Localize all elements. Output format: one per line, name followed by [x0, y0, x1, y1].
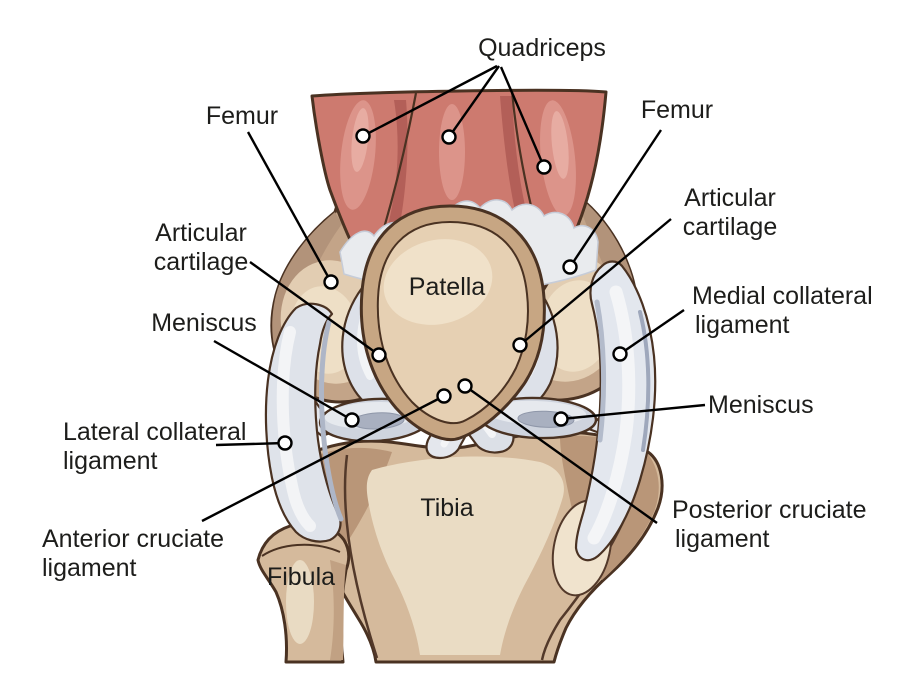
leader-quadriceps-3	[499, 66, 546, 168]
marker-dot-femur-right	[562, 259, 578, 275]
label-femur-right: Femur	[641, 96, 713, 124]
patella-highlight	[383, 239, 493, 325]
label-fibula: Fibula	[267, 563, 335, 591]
muscle-highlight	[551, 111, 569, 179]
marker-dot-medial-collateral	[612, 346, 628, 362]
leader-lateral-collateral	[215, 441, 286, 447]
label-posterior-cruciate-2: ligament	[675, 525, 770, 553]
ligament-shade	[638, 310, 651, 452]
fibula-head-line	[261, 543, 341, 557]
marker-dot-quadriceps-3	[536, 159, 552, 175]
muscle-seam	[382, 92, 418, 229]
marker-dot-quadriceps-1	[355, 128, 371, 144]
marker-dot-meniscus-right	[553, 411, 569, 427]
leader-posterior-cruciate	[464, 385, 658, 524]
fibula-shadow	[330, 560, 346, 660]
leader-articular-cartilage-right	[519, 218, 672, 346]
leader-meniscus-left	[213, 339, 353, 422]
leader-medial-collateral	[619, 309, 685, 355]
label-medial-collateral-2: ligament	[695, 311, 790, 339]
tibia-ridge-line	[343, 454, 379, 659]
marker-dot-meniscus-left	[344, 412, 360, 428]
leader-quadriceps-1	[362, 64, 498, 138]
leader-lines	[201, 64, 706, 524]
fibula-shape	[256, 522, 351, 664]
label-femur-left: Femur	[206, 102, 278, 130]
ligament-highlight	[276, 326, 316, 532]
marker-dot-quadriceps-2	[441, 129, 457, 145]
label-medial-collateral-1: Medial collateral	[692, 282, 873, 310]
label-meniscus-right: Meniscus	[708, 391, 814, 419]
label-posterior-cruciate-1: Posterior cruciate	[672, 496, 867, 524]
muscle-highlight	[439, 104, 465, 200]
leader-femur-left	[246, 131, 333, 283]
label-quadriceps: Quadriceps	[478, 34, 606, 62]
label-articular-cartilage-right-2: cartilage	[683, 213, 778, 241]
label-patella: Patella	[409, 273, 486, 301]
ligament-highlight	[587, 285, 636, 545]
leader-femur-right	[569, 129, 662, 268]
marker-dot-posterior-cruciate	[457, 378, 473, 394]
leader-articular-cartilage-left	[249, 261, 380, 356]
tibia-highlight	[366, 456, 564, 655]
marker-dot-articular-cartilage-left	[371, 347, 387, 363]
ligament-shade	[594, 299, 607, 443]
leader-meniscus-right	[560, 403, 706, 421]
leader-quadriceps-2	[448, 65, 500, 138]
label-lateral-collateral-1: Lateral collateral	[63, 418, 246, 446]
ligament-shade	[319, 319, 344, 522]
leader-anterior-cruciate	[201, 394, 445, 523]
label-anterior-cruciate-2: ligament	[42, 554, 137, 582]
marker-dot-lateral-collateral	[277, 435, 293, 451]
patella-shape	[359, 204, 546, 441]
label-articular-cartilage-left-1: Articular	[155, 219, 247, 247]
fibula-highlight	[286, 560, 314, 644]
label-lateral-collateral-2: ligament	[63, 447, 158, 475]
marker-dot-femur-left	[323, 274, 339, 290]
label-articular-cartilage-right-1: Articular	[684, 184, 776, 212]
marker-dot-anterior-cruciate	[436, 388, 452, 404]
label-articular-cartilage-left-2: cartilage	[154, 248, 249, 276]
label-tibia: Tibia	[420, 494, 473, 522]
labels: Quadriceps Femur Articular cartilage Men…	[42, 34, 873, 591]
label-anterior-cruciate-1: Anterior cruciate	[42, 525, 224, 553]
label-meniscus-left: Meniscus	[151, 309, 257, 337]
medial-collateral-ligament-shape	[574, 260, 657, 562]
marker-dot-articular-cartilage-right	[512, 337, 528, 353]
lateral-collateral-ligament-shape	[264, 302, 344, 543]
muscle-shadow	[384, 100, 408, 244]
